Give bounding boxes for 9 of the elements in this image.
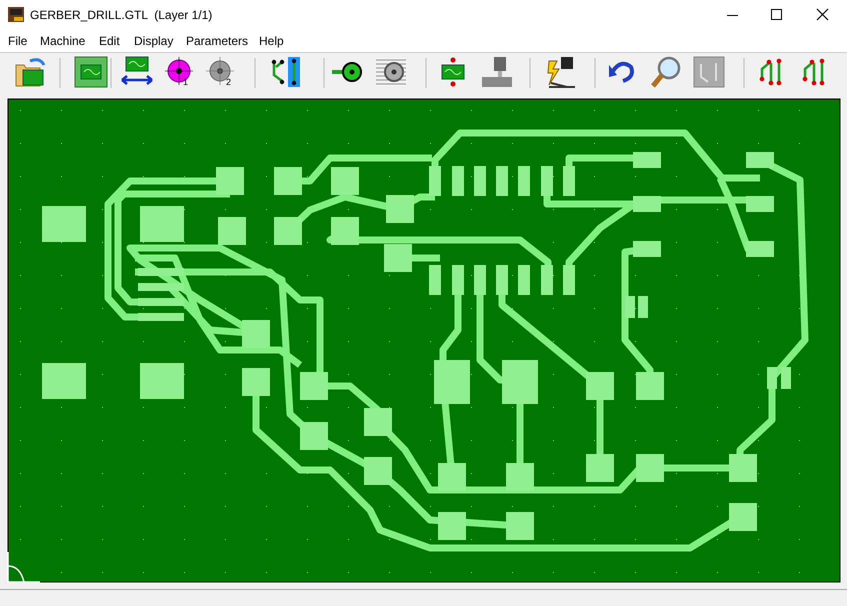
menu-item: Help: [259, 34, 284, 48]
index-number: 1: [183, 77, 188, 87]
menu-item: Edit: [99, 34, 120, 48]
menu-item: Machine: [40, 34, 86, 48]
menu-item: File: [8, 34, 28, 48]
index-number: 2: [226, 77, 232, 87]
menu-item: Display: [134, 34, 174, 48]
menu-item: Parameters: [186, 34, 248, 48]
window-title: GERBER_DRILL.GTL (Layer 1/1): [30, 8, 212, 22]
